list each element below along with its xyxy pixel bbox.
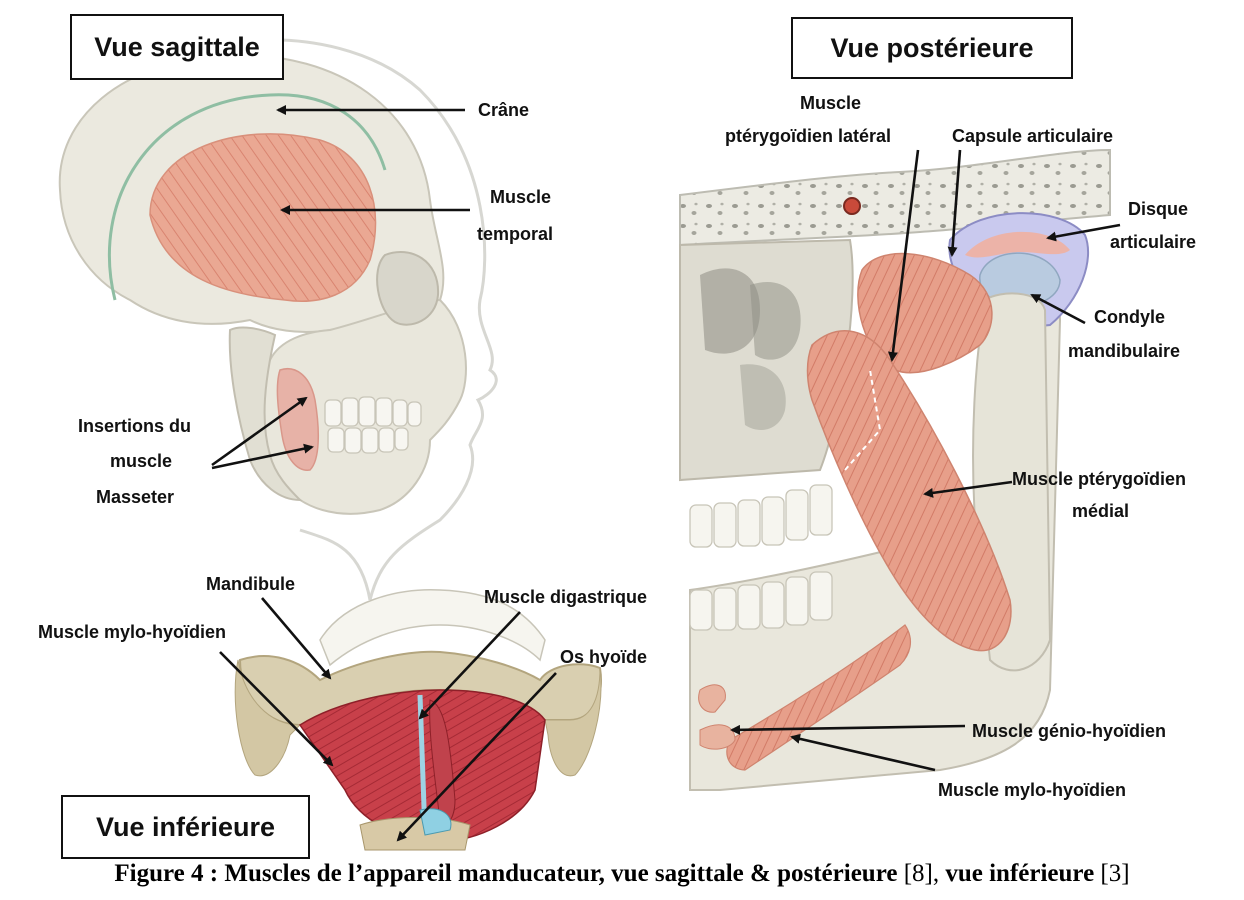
label-mylo-inferior: Muscle mylo-hyoïdien bbox=[38, 622, 226, 642]
annotation-arrows bbox=[211, 105, 1121, 842]
label-pteryg-lat-2: ptérygoïdien latéral bbox=[725, 126, 891, 146]
sagittal-illustration bbox=[58, 38, 498, 601]
view-title-posterior: Vue postérieure bbox=[791, 17, 1073, 79]
arrow-disc bbox=[1046, 223, 1121, 242]
label-os-hyoide: Os hyoïde bbox=[560, 647, 647, 667]
view-title-sagittal: Vue sagittale bbox=[70, 14, 284, 80]
inferior-illustration bbox=[234, 589, 602, 851]
label-pteryg-lat-1: Muscle bbox=[800, 93, 861, 113]
label-insertions-2: muscle bbox=[110, 451, 172, 471]
arrow-mylo-inferior bbox=[219, 651, 334, 767]
label-temporal-1: Muscle bbox=[490, 187, 551, 207]
label-insertions-1: Insertions du bbox=[78, 416, 191, 436]
label-pteryg-med-1: Muscle ptérygoïdien bbox=[1012, 469, 1186, 489]
label-condyle-2: mandibulaire bbox=[1068, 341, 1180, 361]
view-title-inferior: Vue inférieure bbox=[61, 795, 310, 859]
label-insertions-3: Masseter bbox=[96, 487, 174, 507]
label-mandibule: Mandibule bbox=[206, 574, 295, 594]
label-digastrique: Muscle digastrique bbox=[484, 587, 647, 607]
arrow-capsule bbox=[947, 149, 962, 257]
figure-caption: Figure 4 : Muscles de l’appareil manduca… bbox=[0, 860, 1244, 888]
caption-ref-1: [8], bbox=[897, 860, 946, 887]
arrow-geniohyoid bbox=[730, 724, 966, 735]
label-genio: Muscle génio-hyoïdien bbox=[972, 721, 1166, 741]
arrow-condyle bbox=[1030, 293, 1086, 325]
arrow-mandibule bbox=[261, 597, 332, 680]
posterior-illustration bbox=[679, 148, 1111, 791]
caption-main: Figure 4 : Muscles de l’appareil manduca… bbox=[114, 860, 898, 887]
label-capsule: Capsule articulaire bbox=[952, 126, 1113, 146]
arrow-masseter-2 bbox=[211, 443, 314, 470]
arrow-medial-pterygoid bbox=[923, 480, 1013, 498]
label-condyle-1: Condyle bbox=[1094, 307, 1165, 327]
label-disque-2: articulaire bbox=[1110, 232, 1196, 252]
arrow-hyoid bbox=[396, 672, 557, 842]
arrow-masseter-1 bbox=[211, 396, 308, 467]
caption-ref-2: [3] bbox=[1094, 860, 1130, 887]
arrow-digastric bbox=[418, 611, 521, 720]
caption-inferior: vue inférieure bbox=[945, 860, 1095, 887]
label-temporal-2: temporal bbox=[477, 224, 553, 244]
label-mylo-posterior: Muscle mylo-hyoïdien bbox=[938, 780, 1126, 800]
arrow-mylo-posterior bbox=[790, 733, 936, 772]
temporal-muscle-shape bbox=[149, 133, 377, 302]
label-pteryg-med-2: médial bbox=[1072, 501, 1129, 521]
label-crane: Crâne bbox=[478, 100, 529, 120]
label-disque-1: Disque bbox=[1128, 199, 1188, 219]
arrow-lateral-pterygoid bbox=[888, 149, 920, 362]
